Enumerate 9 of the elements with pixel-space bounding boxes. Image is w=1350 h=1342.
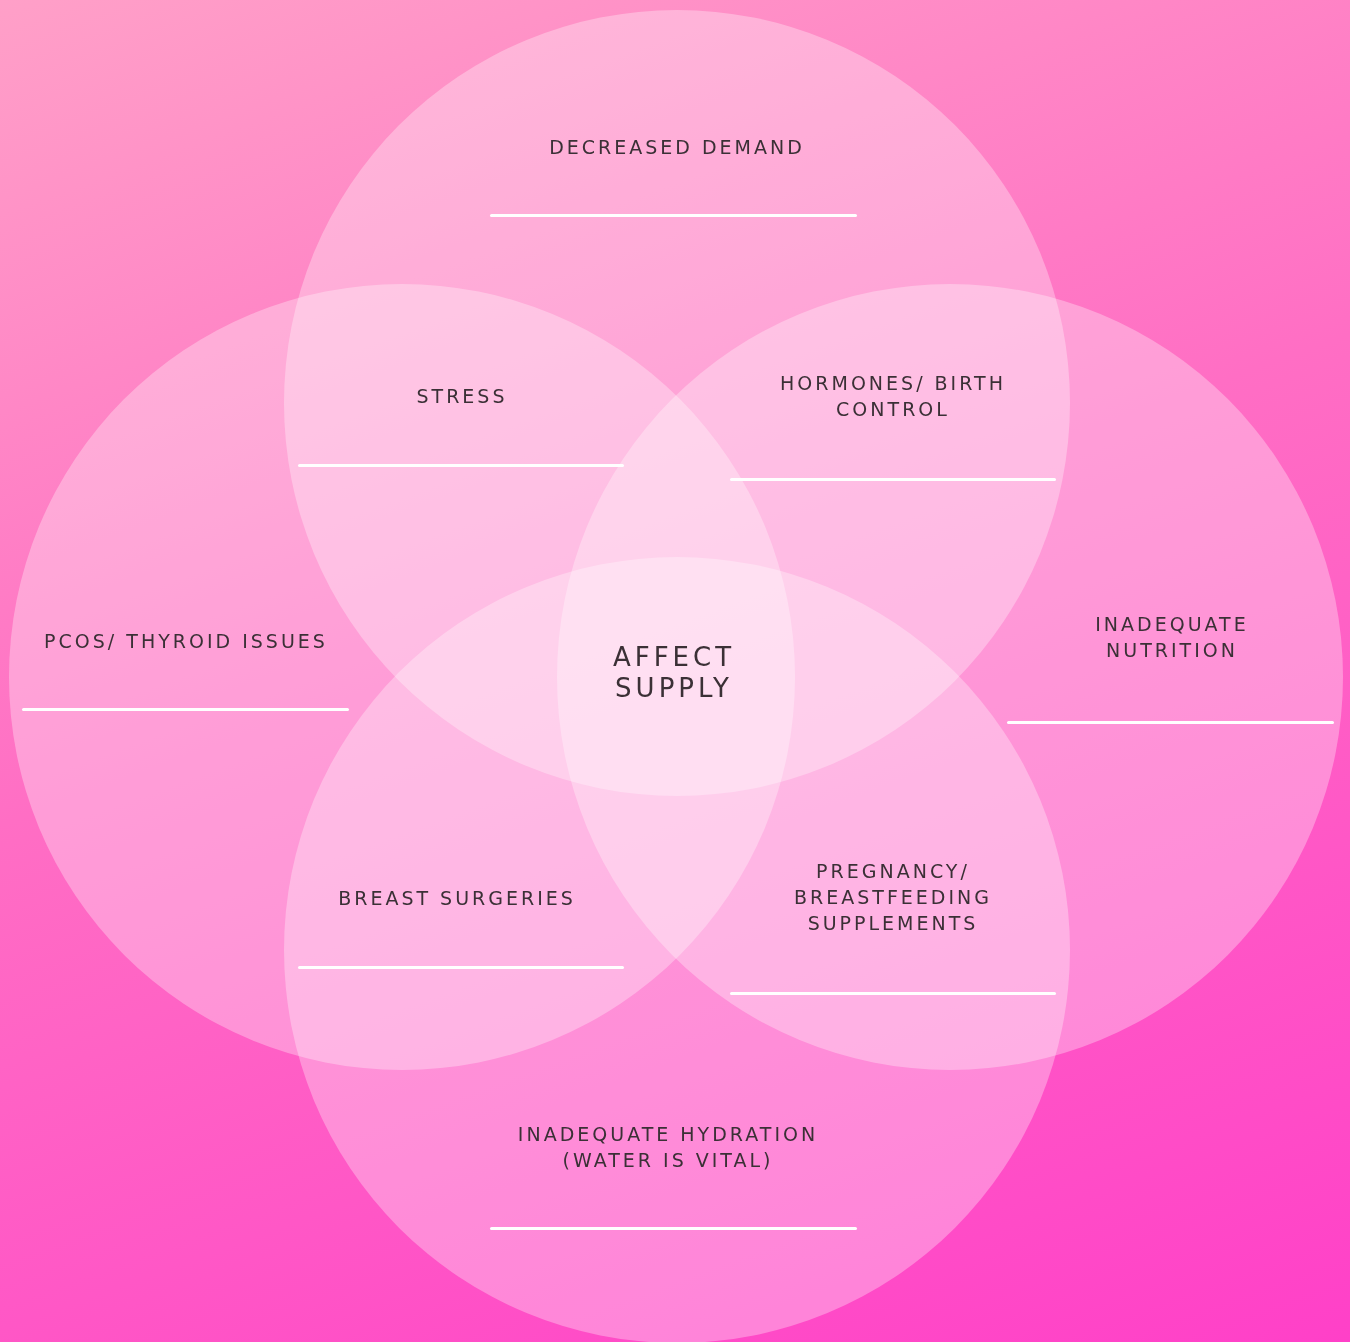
circle-label: INADEQUATE HYDRATION (WATER IS VITAL) (516, 1122, 820, 1173)
circle-label: INADEQUATE NUTRITION (1094, 612, 1250, 663)
overlap-label: PREGNANCY/ BREASTFEEDING SUPPLEMENTS (793, 859, 993, 936)
circle-label: DECREASED DEMAND (548, 135, 806, 160)
overlap-label: STRESS (415, 384, 509, 409)
overlap-label: HORMONES/ BIRTH CONTROL (779, 371, 1007, 422)
overlap-label: BREAST SURGERIES (337, 886, 577, 911)
circle-label: PCOS/ THYROID ISSUES (43, 629, 329, 654)
center-label: AFFECT SUPPLY (611, 642, 737, 704)
